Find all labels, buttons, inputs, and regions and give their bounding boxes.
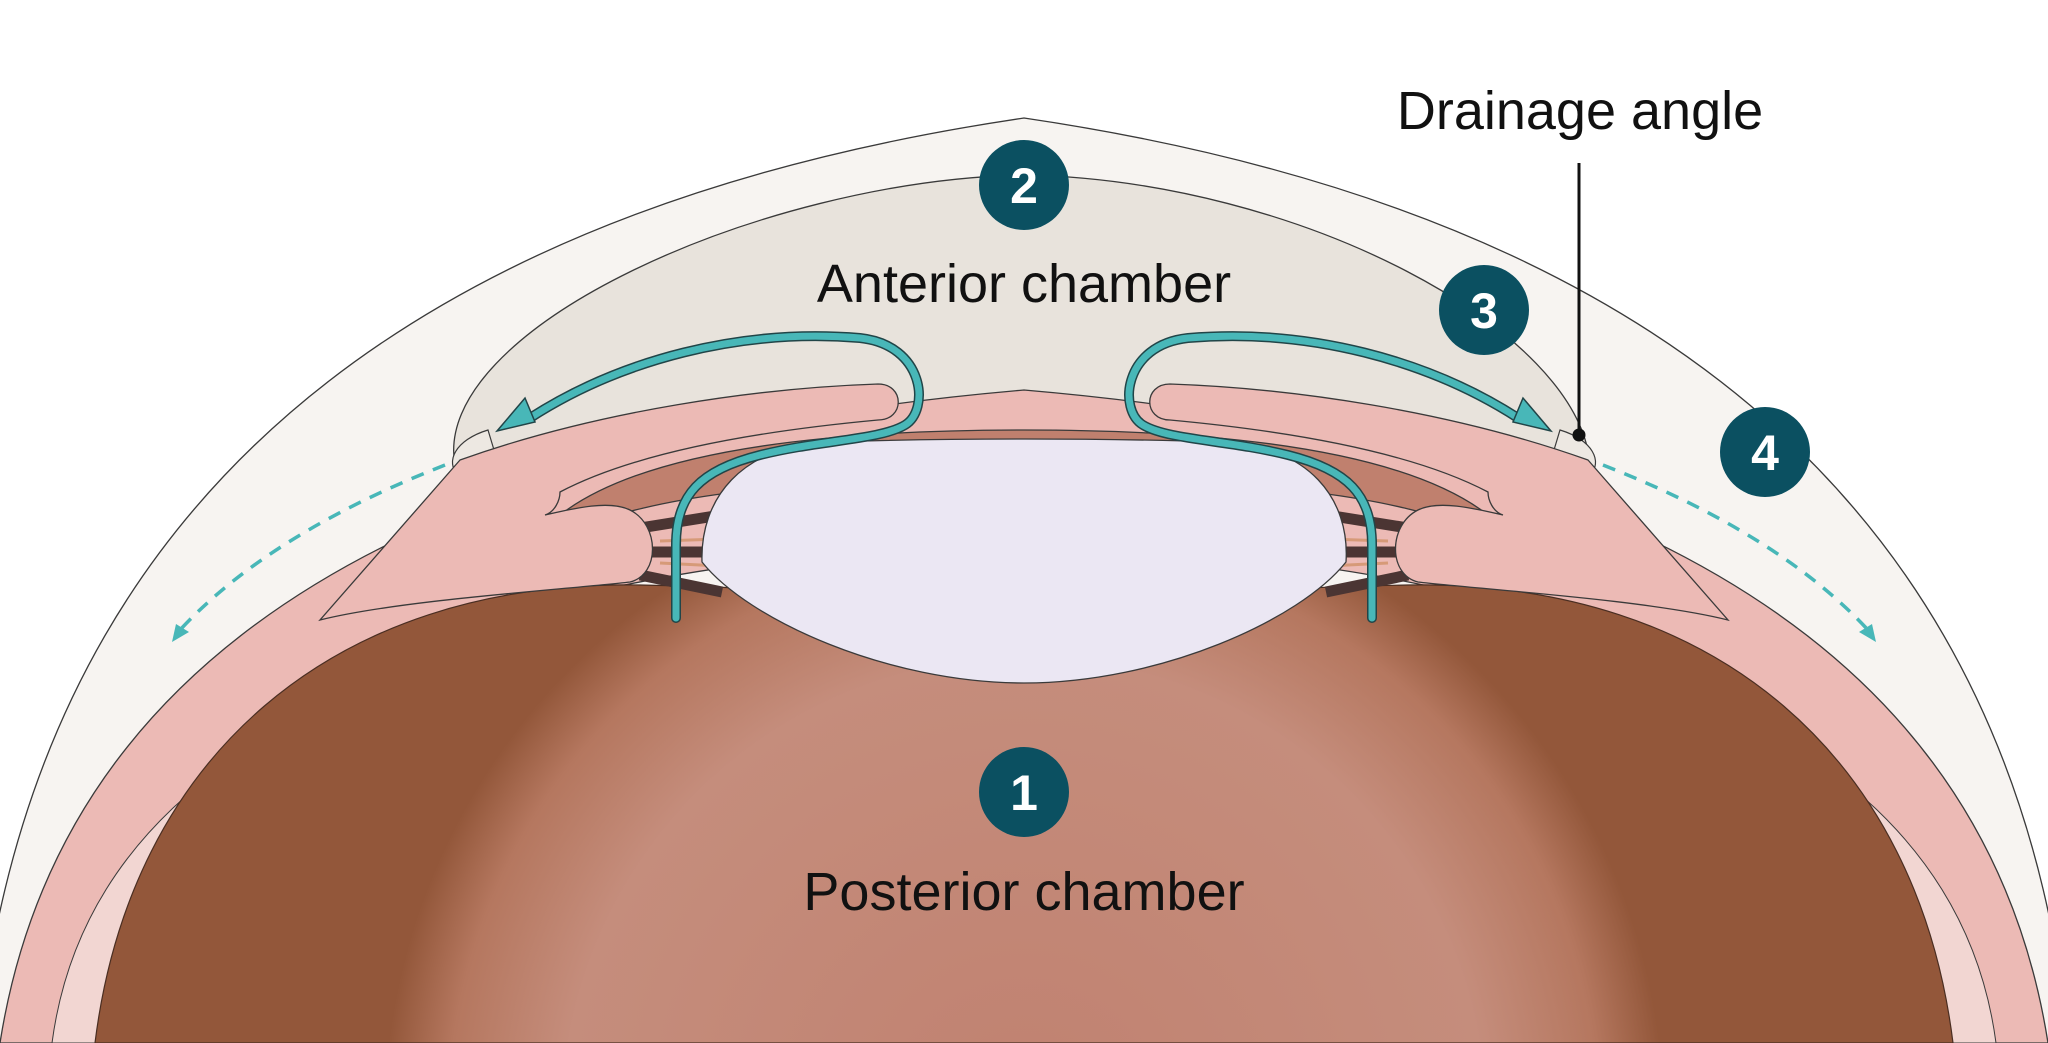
marker-3: 3 xyxy=(1439,265,1529,355)
outflow-dashed-right xyxy=(1602,463,1870,632)
aqueous-flow-left xyxy=(525,331,924,623)
aqueous-flow-right xyxy=(1124,331,1523,623)
outflow-arrowhead-right xyxy=(1859,624,1876,642)
marker-2-number: 2 xyxy=(1010,158,1038,214)
flow-arrowhead-right xyxy=(1511,396,1554,433)
flow-arrowhead-left xyxy=(494,396,537,433)
label-posterior-chamber: Posterior chamber xyxy=(803,862,1244,922)
marker-3-number: 3 xyxy=(1470,283,1498,339)
marker-2: 2 xyxy=(979,140,1069,230)
iris-left xyxy=(318,383,899,622)
marker-1-number: 1 xyxy=(1010,765,1038,821)
iris-right xyxy=(1149,383,1730,622)
outflow-arrowhead-left xyxy=(172,624,189,642)
drainage-angle-pointer-dot xyxy=(1572,428,1586,442)
outflow-dashed-left xyxy=(178,463,446,632)
label-anterior-chamber: Anterior chamber xyxy=(817,254,1231,314)
marker-4: 4 xyxy=(1720,407,1810,497)
marker-4-number: 4 xyxy=(1751,425,1779,481)
marker-1: 1 xyxy=(979,747,1069,837)
label-drainage-angle: Drainage angle xyxy=(1397,81,1763,141)
